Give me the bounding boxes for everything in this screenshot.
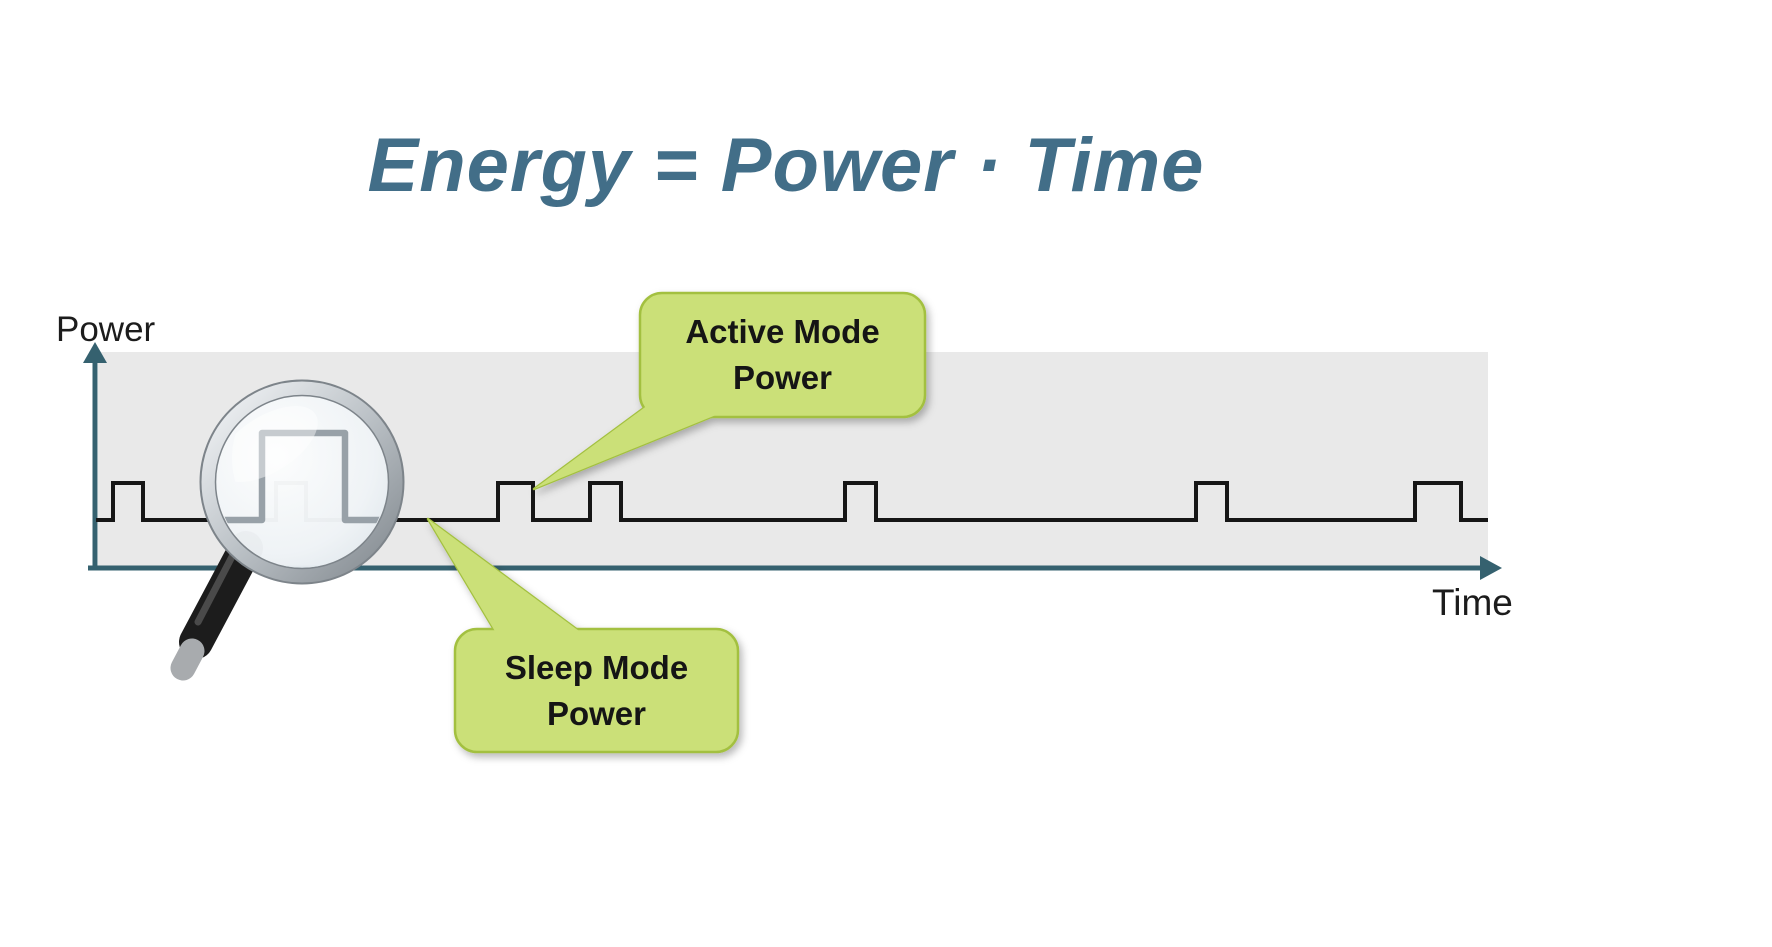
- sleep-callout-tail-join: [428, 519, 602, 648]
- magnifier-handle-highlight: [194, 545, 240, 626]
- magnifier-handle-tip: [170, 638, 205, 681]
- x-axis-arrow-icon: [1480, 556, 1502, 580]
- magnifier-handle: [179, 531, 263, 659]
- sleep-mode-callout: [426, 517, 740, 754]
- magnifier-rim-outer-edge: [199, 379, 405, 585]
- page-title: Energy = Power · Time: [367, 123, 1205, 208]
- time-axis-label: Time: [1432, 582, 1513, 623]
- active-callout-tail-join: [534, 402, 748, 489]
- sleep-callout-bubble: [453, 627, 740, 754]
- active-mode-line2: Power: [732, 359, 833, 396]
- y-axis-arrow-icon: [83, 342, 107, 363]
- magnified-pulse: [217, 429, 387, 524]
- magnifier-rim-inner-edge: [214, 394, 390, 570]
- sleep-mode-line2: Power: [546, 694, 647, 732]
- active-mode-callout: [532, 291, 927, 491]
- sleep-mode-line1: Sleep Mode: [504, 648, 689, 686]
- lens-highlight: [218, 405, 318, 483]
- magnifier-icon: [170, 379, 405, 681]
- magnifier-rim: [200, 380, 404, 584]
- sleep-mode-callout-label: Sleep Mode Power: [455, 629, 738, 752]
- power-axis-label: Power: [56, 310, 156, 349]
- active-mode-callout-label: Active Mode Power: [640, 293, 925, 417]
- active-mode-line1: Active Mode: [685, 313, 880, 351]
- active-callout-bubble: [638, 291, 927, 419]
